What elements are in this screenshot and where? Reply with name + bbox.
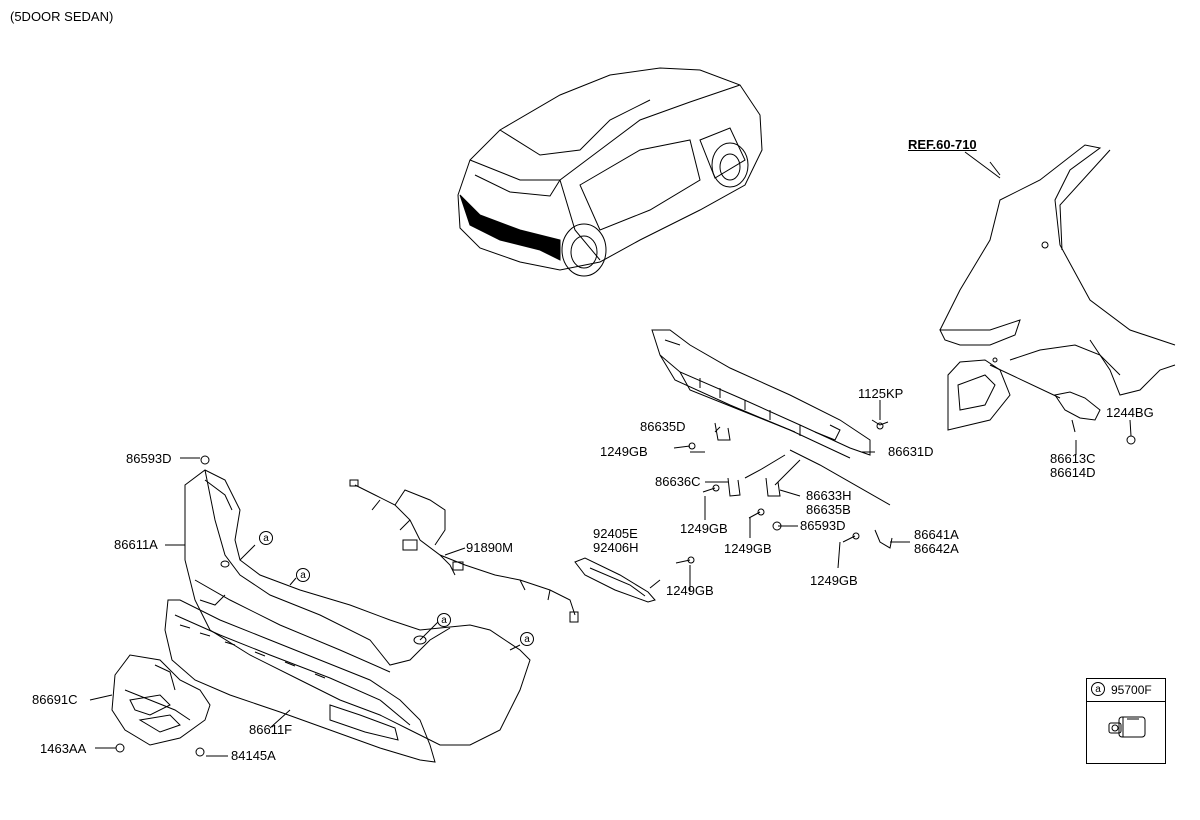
part-1249GB[interactable]: 1249GB: [810, 573, 858, 588]
part-1249GB[interactable]: 1249GB: [680, 521, 728, 536]
callout-a: a: [296, 568, 310, 582]
part-86593D[interactable]: 86593D: [800, 518, 846, 533]
part-86635D[interactable]: 86635D: [640, 419, 686, 434]
wiring-harness: [349, 479, 579, 623]
part-92405E[interactable]: 92405E: [593, 526, 638, 541]
part-86691C[interactable]: 86691C: [32, 692, 78, 707]
part-1125KP[interactable]: 1125KP: [858, 386, 904, 401]
car-illustration: [457, 67, 763, 277]
fasteners: [115, 422, 1136, 757]
part-86614D[interactable]: 86614D: [1050, 465, 1096, 480]
leader-lines: [89, 364, 1132, 757]
part-86611A[interactable]: 86611A: [114, 537, 158, 552]
callout-a: a: [1091, 682, 1105, 696]
callout-a: a: [437, 613, 451, 627]
lower-valance: [164, 599, 436, 763]
legend-box: a 95700F: [1086, 678, 1166, 764]
bumper-beam: [651, 329, 871, 459]
part-86641A[interactable]: 86641A: [914, 527, 959, 542]
part-1249GB[interactable]: 1249GB: [724, 541, 772, 556]
part-91890M[interactable]: 91890M: [466, 540, 513, 555]
quarter-panel: [939, 144, 1176, 431]
part-1463AA[interactable]: 1463AA: [40, 741, 87, 756]
sensor-icon: [1108, 716, 1146, 738]
legend-part-95700F[interactable]: 95700F: [1111, 683, 1152, 697]
ref-leader: [964, 151, 1001, 179]
part-1249GB[interactable]: 1249GB: [600, 444, 648, 459]
bumper-cover: [184, 469, 531, 746]
reflector: [574, 557, 656, 603]
part-86613C[interactable]: 86613C: [1050, 451, 1096, 466]
part-1249GB[interactable]: 1249GB: [666, 583, 714, 598]
legend-header: a 95700F: [1087, 679, 1165, 702]
part-1244BG[interactable]: 1244BG: [1106, 405, 1154, 420]
callout-a: a: [520, 632, 534, 646]
callout-a: a: [259, 531, 273, 545]
part-86611F[interactable]: 86611F: [249, 722, 293, 737]
part-86593D[interactable]: 86593D: [126, 451, 172, 466]
under-cover: [111, 654, 211, 746]
diagram-title: (5DOOR SEDAN): [10, 9, 114, 24]
part-86633H[interactable]: 86633H: [806, 488, 852, 503]
brackets: [714, 391, 1101, 549]
ref-label[interactable]: REF.60-710: [908, 137, 977, 152]
part-86636C[interactable]: 86636C: [655, 474, 701, 489]
part-86631D[interactable]: 86631D: [888, 444, 934, 459]
part-86635B[interactable]: 86635B: [806, 502, 851, 517]
part-92406H[interactable]: 92406H: [593, 540, 639, 555]
part-84145A[interactable]: 84145A: [231, 748, 276, 763]
part-86642A[interactable]: 86642A: [914, 541, 959, 556]
